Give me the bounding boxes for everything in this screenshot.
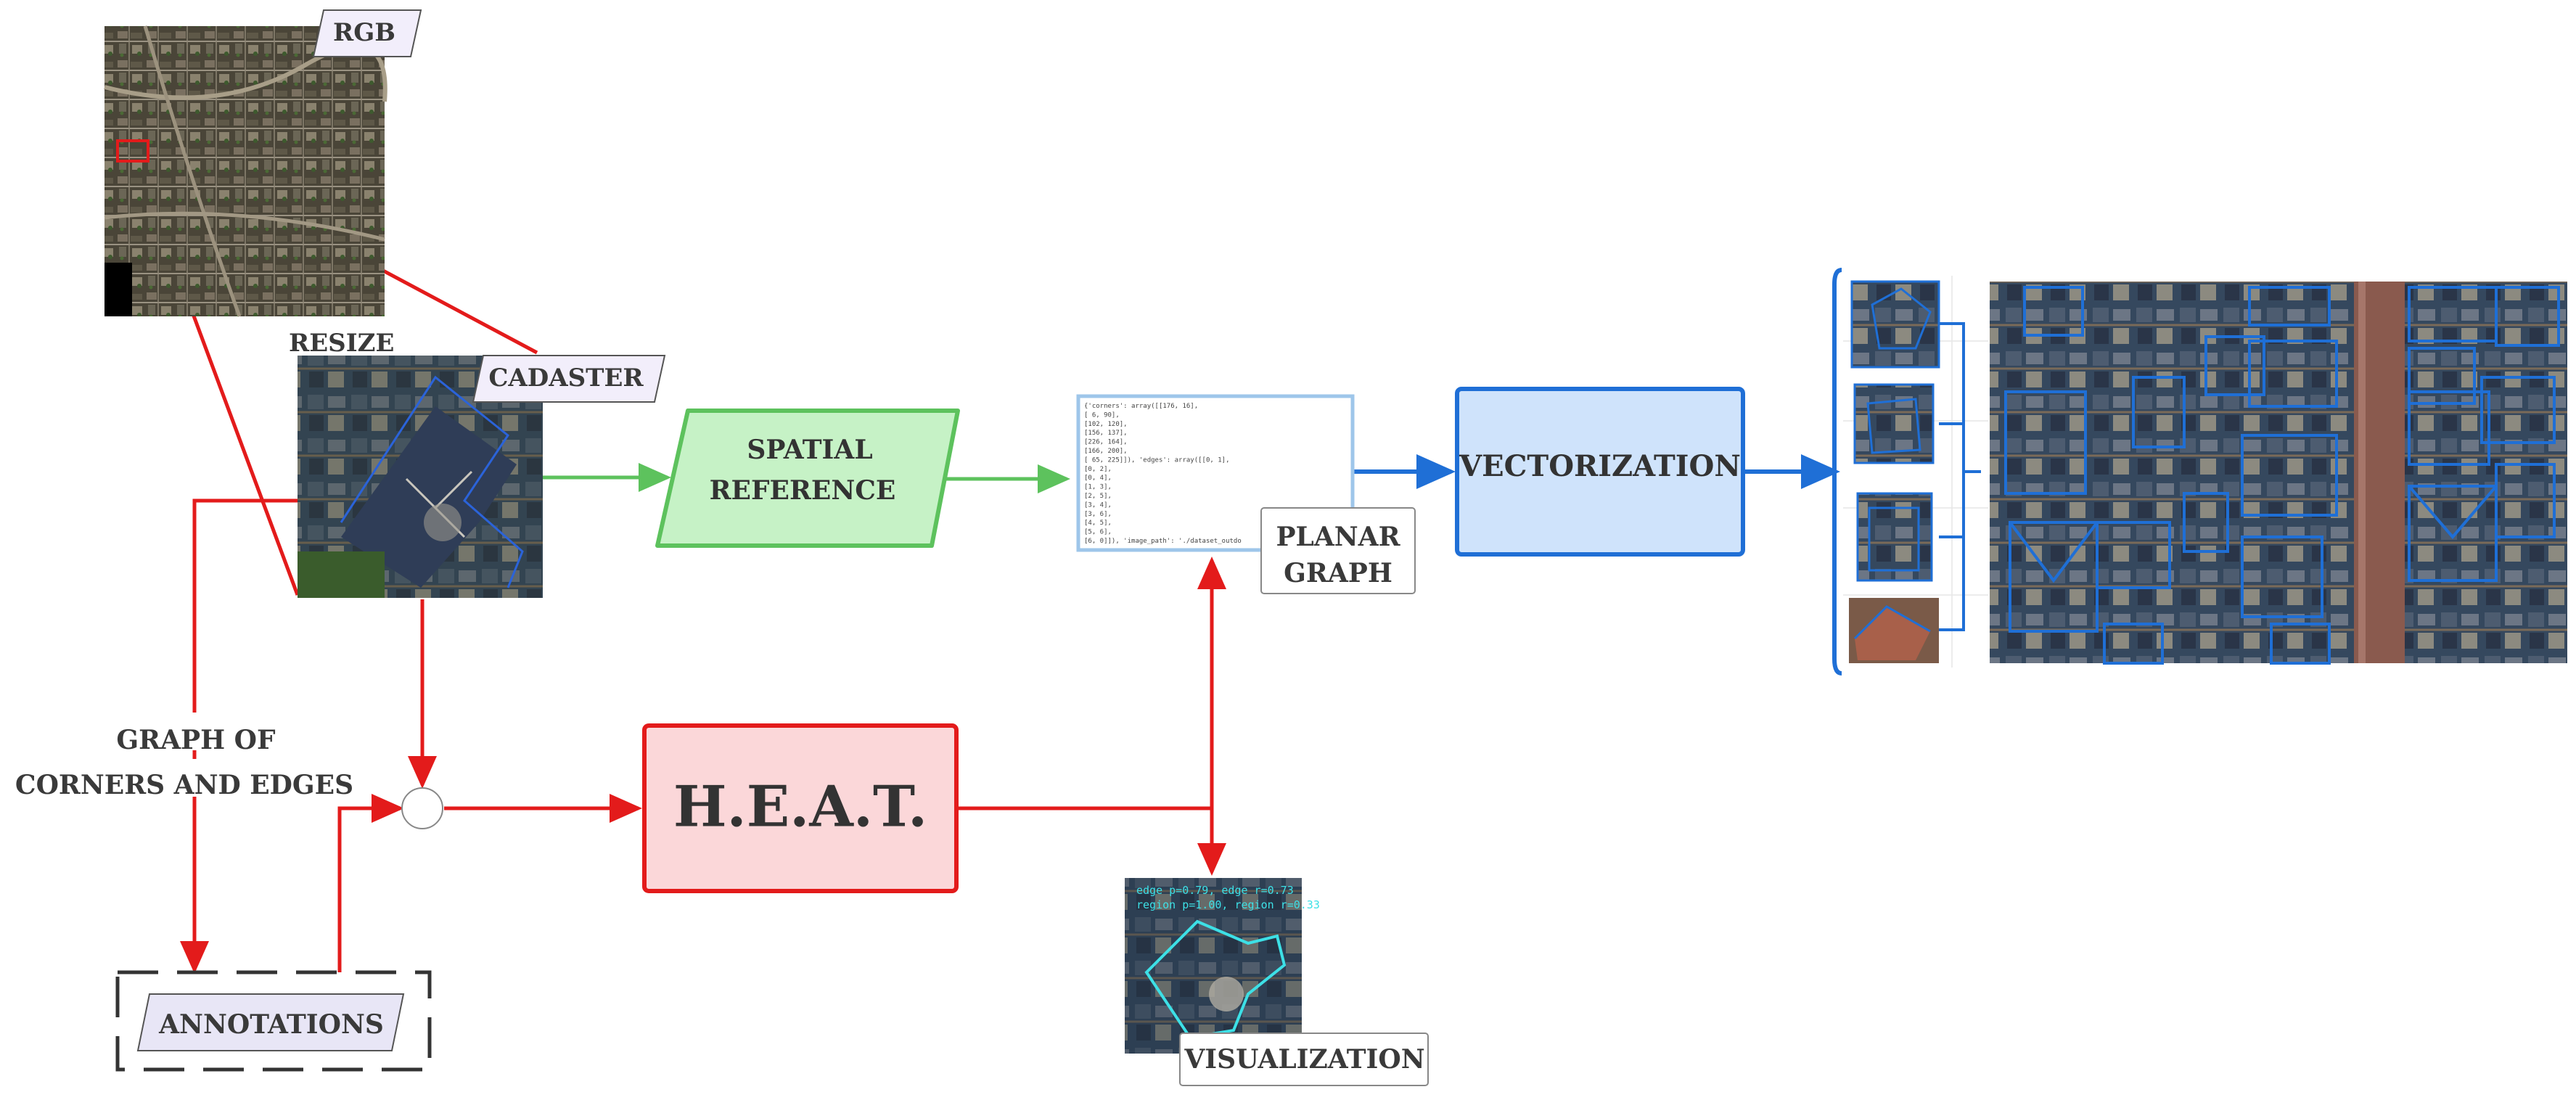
rgb-crop-marker: [116, 139, 149, 163]
merge-node: [401, 787, 443, 829]
annotations-node: ANNOTATIONS: [115, 970, 432, 1072]
result-thumbnail-3: [1856, 492, 1933, 582]
resize-label: RESIZE: [289, 329, 394, 358]
vectorization-text: VECTORIZATION: [1459, 449, 1741, 483]
code-line: [5, 6],: [1084, 529, 1112, 536]
code-line: [156, 137],: [1084, 430, 1128, 437]
arrow-tile-to-annotations: [180, 498, 298, 974]
visualization-overlay-1: edge p=0.79, edge r=0.73: [1136, 884, 1294, 897]
graph-of-text-1: GRAPH OF: [116, 725, 276, 755]
code-line: [1, 3],: [1084, 484, 1112, 491]
code-line: [3, 6],: [1084, 511, 1112, 518]
code-line: [0, 2],: [1084, 466, 1112, 473]
code-line: [2, 5],: [1084, 493, 1112, 500]
rgb-label-text: RGB: [333, 18, 395, 47]
code-line: [ 6, 90],: [1084, 411, 1120, 419]
graph-of-text-2: CORNERS AND EDGES: [15, 770, 353, 800]
rgb-aerial-image: [104, 25, 387, 317]
planar-graph-label: PLANAR GRAPH: [1260, 507, 1416, 594]
results-tree-lines: [1939, 322, 1981, 631]
code-line: {'corners': array([[176, 16],: [1084, 403, 1198, 410]
code-line: [166, 200],: [1084, 448, 1128, 455]
code-line: [0, 4],: [1084, 475, 1112, 482]
code-line: [226, 164],: [1084, 439, 1128, 446]
code-line: [3, 4],: [1084, 501, 1112, 509]
visualization-label: VISUALIZATION: [1179, 1033, 1429, 1086]
visualization-text: VISUALIZATION: [1184, 1044, 1424, 1075]
code-line: [ 65, 225]]), 'edges': array([[0, 1],: [1084, 456, 1229, 464]
planar-graph-text-2: GRAPH: [1284, 558, 1392, 588]
spatial-reference-node: SPATIAL REFERENCE: [655, 409, 960, 548]
result-thumbnail-1: [1850, 280, 1940, 369]
code-line: [6, 0]]), 'image_path': './dataset_outdo: [1084, 538, 1242, 545]
annotations-text: ANNOTATIONS: [158, 1009, 384, 1040]
spatial-reference-text-2: REFERENCE: [710, 475, 896, 506]
cadaster-label-text: CADASTER: [488, 364, 644, 393]
visualization-node: edge p=0.79, edge r=0.73 region p=1.00, …: [1125, 878, 1320, 1054]
spatial-reference-text-1: SPATIAL: [747, 435, 872, 465]
planar-graph-code: {'corners': array([[176, 16], [ 6, 90], …: [1084, 403, 1242, 545]
result-thumbnail-2: [1853, 383, 1935, 464]
vectorization-node: VECTORIZATION: [1455, 387, 1745, 557]
planar-graph-text-1: PLANAR: [1276, 522, 1400, 552]
heat-text: H.E.A.T.: [673, 774, 927, 840]
arrow-annotations-to-merge: [337, 794, 404, 972]
rgb-label: RGB: [312, 9, 422, 57]
result-thumbnail-4: [1849, 598, 1939, 663]
heat-node: H.E.A.T.: [642, 723, 959, 893]
visualization-overlay-2: region p=1.00, region r=0.33: [1136, 898, 1320, 911]
results-bracket: [1824, 268, 1842, 676]
graph-of-corners-label: GRAPH OF CORNERS AND EDGES: [7, 713, 363, 800]
vectorized-aerial-result: [1990, 282, 2567, 665]
code-line: [102, 120],: [1084, 421, 1128, 428]
cadaster-label: CADASTER: [472, 355, 666, 403]
code-line: [4, 5],: [1084, 520, 1112, 527]
